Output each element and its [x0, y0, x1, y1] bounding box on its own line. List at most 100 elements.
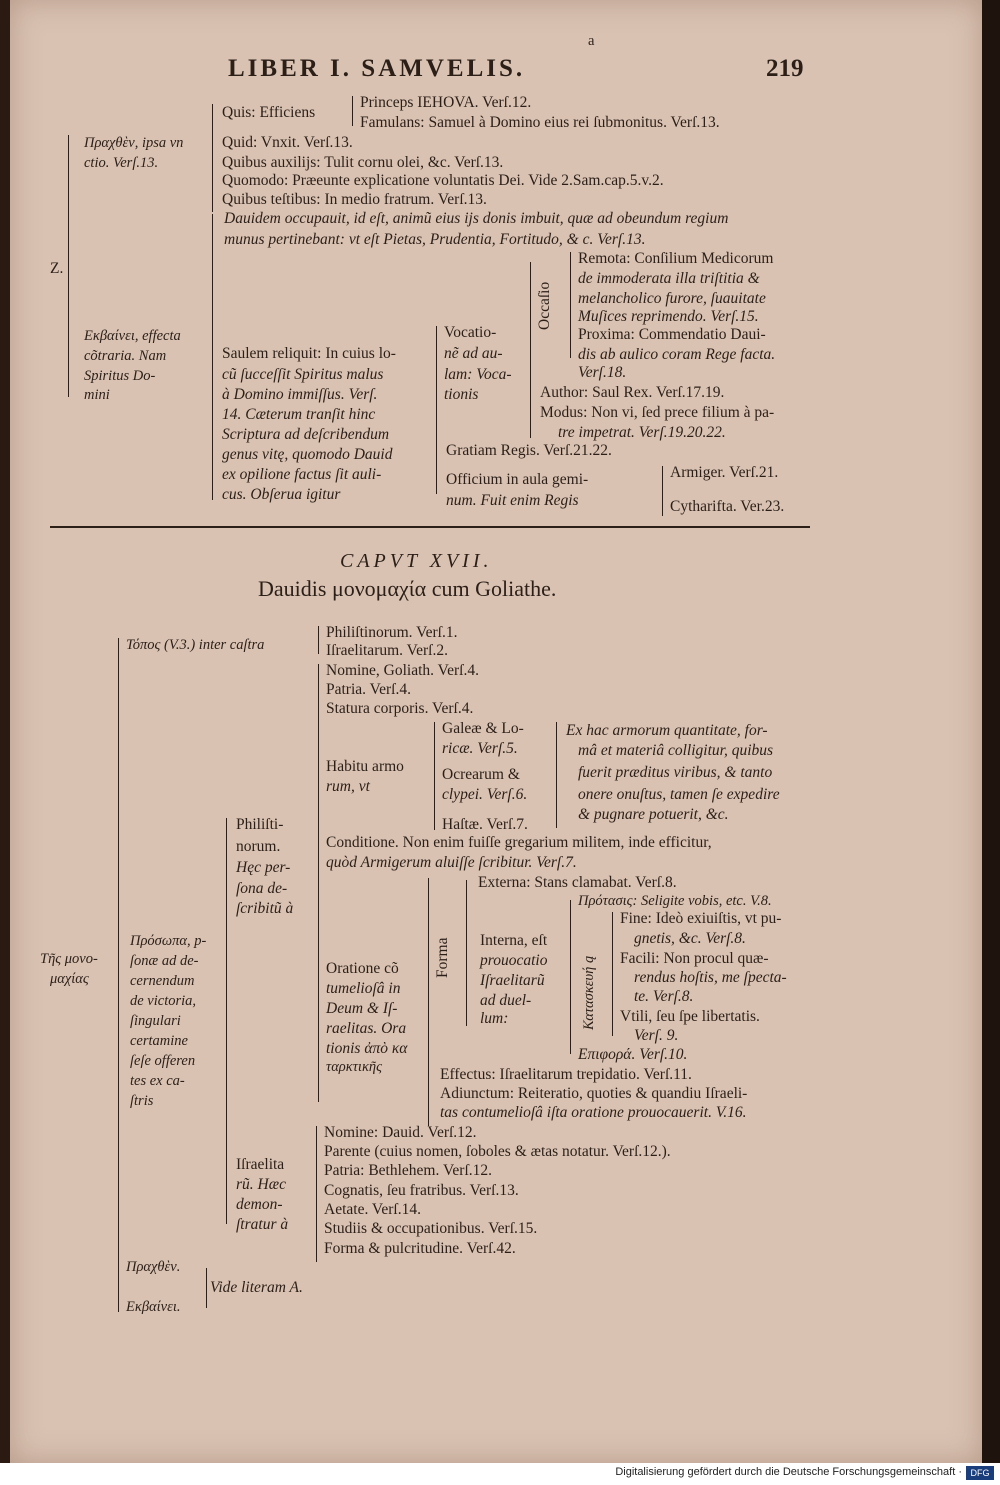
node-adiunctum: Adiunctum: Reiteratio, quoties & quandiu… — [440, 1085, 748, 1102]
node-galeae: ricæ. Verſ.5. — [442, 740, 518, 757]
node-topos: Τόπος (V.3.) inter caſtra — [126, 637, 265, 653]
node-vtili: Vtili, ſeu ſpe libertatis. — [620, 1008, 760, 1025]
node-philistinorum-persona: norum. — [236, 838, 281, 855]
dfg-logo: DFG — [966, 1466, 994, 1480]
node-oratione: tionis ἀπὸ κα — [326, 1040, 408, 1057]
node-quis: Quis: Efficiens — [222, 104, 316, 121]
node-occasio: Occaſio — [536, 281, 553, 330]
node-prosopa: certamine — [130, 1033, 188, 1049]
node-prosopa: Πρόσωπα, p- — [130, 933, 207, 949]
node-cognatis: Cognatis, ſeu fratribus. Verſ.13. — [324, 1182, 519, 1199]
chapter-number: CAPVT XVII. — [340, 550, 493, 572]
node-ocrearum: Ocrearum & — [442, 766, 520, 783]
node-interna: Interna, eſt — [480, 932, 548, 949]
node-remota: Remota: Conſilium Medicorum — [578, 250, 774, 267]
node-quid: Quid: Vnxit. Verſ.13. — [222, 134, 353, 151]
node-exsaita: mini — [84, 387, 110, 403]
node-prosopa: de victoria, — [130, 993, 197, 1009]
node-tes-monomachias: μαχίας — [50, 971, 89, 987]
node-habitu: rum, vt — [326, 778, 370, 795]
node-galeae: Galeæ & Lo- — [442, 720, 524, 737]
node-saulem: à Domino immiſſus. Verſ. — [222, 386, 378, 403]
node-fine: Fine: Ideò exiuiſtis, vt pu- — [620, 910, 782, 927]
node-proxima: Proxima: Commendatio Daui- — [578, 326, 766, 343]
node-famulans: Famulans: Samuel à Domino eius rei ſubmo… — [360, 114, 720, 131]
chapter-title: Dauidis μονομαχία cum Goliathe. — [258, 576, 557, 601]
node-saulem: Scriptura ad deſcribendum — [222, 426, 390, 443]
node-ocrearum: clypei. Verſ.6. — [442, 786, 528, 803]
node-ex-hac: mâ et materiâ colligitur, quibus — [578, 742, 774, 759]
node-tes-monomachias: Τῆς μονο- — [40, 951, 98, 967]
node-oratione: tumelioſâ in — [326, 980, 401, 997]
node-pragthen: ctio. Verſ.13. — [84, 155, 159, 171]
node-epiphora: Επιφορά. Verſ.10. — [578, 1046, 688, 1063]
node-ex-hac: & pugnare potuerit, &c. — [578, 806, 729, 823]
node-interna: ad duel- — [480, 992, 532, 1009]
node-dauidem: munus pertinebant: vt eſt Pietas, Pruden… — [224, 231, 646, 248]
node-conditione: Conditione. Non enim fuiſſe gregarium mi… — [326, 834, 712, 851]
bracket — [662, 466, 663, 516]
node-prosopa: tes ex ca- — [130, 1073, 185, 1089]
node-saulem: cus. Obſerua igitur — [222, 486, 341, 503]
bracket — [466, 880, 467, 1026]
node-israelitarum-persona: rũ. Hæc — [236, 1176, 286, 1193]
node-oratione: Oratione cõ — [326, 960, 399, 977]
node-studiis: Studiis & occupationibus. Verſ.15. — [324, 1220, 538, 1237]
bracket — [118, 638, 119, 1312]
bracket — [530, 262, 531, 438]
node-nomine-dauid: Nomine: Dauid. Verſ.12. — [324, 1124, 477, 1141]
bracket — [570, 900, 571, 1054]
node-exsaita: Spiritus Do- — [84, 368, 156, 384]
bracket — [68, 135, 69, 397]
node-remota: melancholico furore, ſuauitate — [578, 290, 766, 307]
funding-credit: Digitalisierung gefördert durch die Deut… — [615, 1466, 962, 1478]
node-saulem: genus vitę, quomodo Dauid — [222, 446, 393, 463]
node-pragthen: Πραχθὲν, ipsa vn — [84, 135, 184, 151]
node-parente: Parente (cuius nomen, ſoboles & ætas not… — [324, 1143, 671, 1160]
section-rule — [50, 526, 810, 528]
node-philistinorum-persona: Philiſti- — [236, 816, 284, 833]
node-exbainta: Εκβαίνει. — [126, 1299, 181, 1315]
node-officium: num. Fuit enim Regis — [446, 492, 579, 509]
node-prosopa: ſingulari — [130, 1013, 181, 1029]
node-forma-label: Forma — [434, 937, 451, 978]
node-saulem: Saulem reliquit: In cuius lo- — [222, 345, 396, 362]
node-cytharista: Cytharifta. Ver.23. — [670, 498, 785, 515]
node-israelitarum-persona: ſtratur à — [236, 1216, 289, 1233]
node-proxima: dis ab aulico coram Rege facta. — [578, 346, 776, 363]
node-author: Author: Saul Rex. Verſ.17.19. — [540, 384, 725, 401]
node-officium: Officium in aula gemi- — [446, 471, 589, 488]
node-conditione: quòd Armigerum aluiſſe ſcribitur. Verſ.7… — [326, 854, 577, 871]
book-spine — [982, 0, 1000, 1463]
book-page — [10, 0, 982, 1463]
node-saulem: 14. Cæterum tranſit hinc — [222, 406, 376, 423]
node-prachthen: Πραχθὲν. — [126, 1259, 181, 1275]
node-ex-hac: Ex hac armorum quantitate, for- — [566, 722, 768, 739]
node-philistinorum-persona: ſona de- — [236, 880, 288, 897]
node-forma-dauid: Forma & pulcritudine. Verſ.42. — [324, 1240, 516, 1257]
node-fine: gnetis, &c. Verſ.8. — [634, 930, 746, 947]
node-gratiam: Gratiam Regis. Verſ.21.22. — [446, 442, 612, 459]
node-exsaita: cõtraria. Nam — [84, 348, 167, 364]
node-vocatio: tionis — [444, 386, 479, 403]
footer-bar: Digitalisierung gefördert durch die Deut… — [0, 1463, 1000, 1485]
node-habitu: Habitu armo — [326, 758, 404, 775]
node-prosopa: ſonæ ad de- — [130, 953, 199, 969]
node-facili: te. Verſ.8. — [634, 988, 694, 1005]
node-aetate: Aetate. Verſ.14. — [324, 1201, 421, 1218]
node-exsaita: Εκβαίνει, effecta — [84, 328, 181, 344]
node-quomodo: Quomodo: Præeunte explicatione voluntati… — [222, 172, 664, 189]
running-title: LIBER I. SAMVELIS. — [228, 55, 526, 82]
node-modus: Modus: Non vi, ſed prece filium à pa- — [540, 404, 775, 421]
node-philistinorum: Philiſtinorum. Verſ.1. — [326, 624, 458, 641]
node-philistinorum-persona: Hęc per- — [236, 859, 291, 876]
bracket — [434, 722, 435, 830]
node-hastae: Haſtæ. Verſ.7. — [442, 816, 528, 833]
bracket — [352, 96, 353, 126]
node-saulem: cũ ſucceſſit Spiritus malus — [222, 366, 384, 383]
node-israelitarum-persona: demon- — [236, 1196, 283, 1213]
node-patria-goliath: Patria. Verſ.4. — [326, 681, 411, 698]
node-armiger: Armiger. Verſ.21. — [670, 464, 779, 481]
node-israelitarum-persona: Iſraelita — [236, 1156, 285, 1173]
bracket — [316, 1126, 317, 1262]
